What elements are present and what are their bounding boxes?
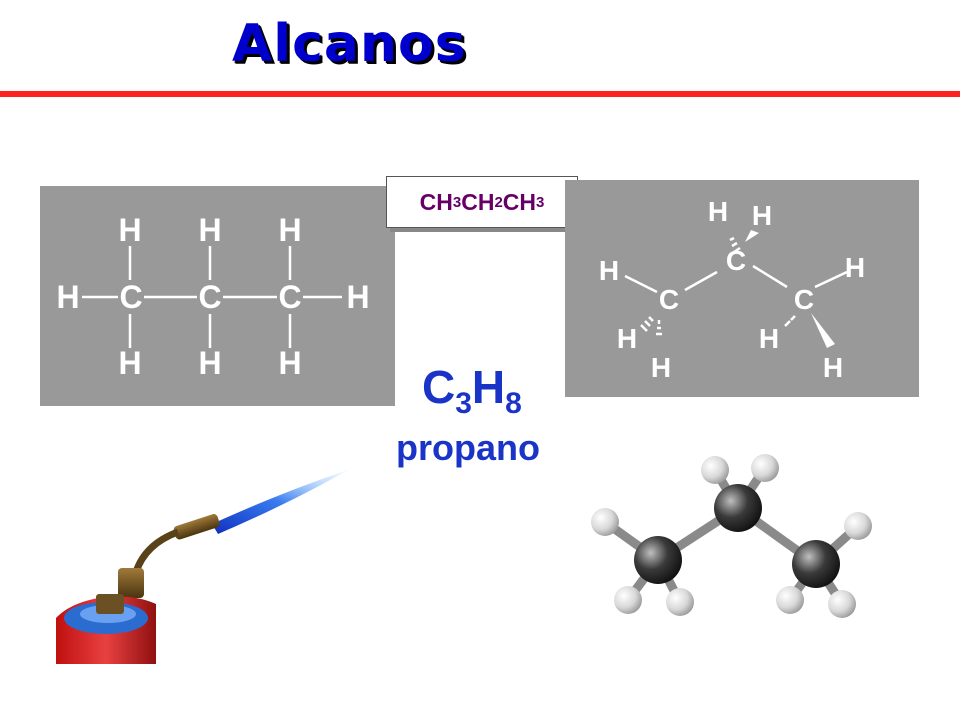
hydrogen-atom: H [759,323,779,354]
hydrogen-atom: H [823,352,843,383]
structural-formula-drawing: H H H H C C C H H H H [56,212,369,381]
hydrogen-atom: H [56,279,79,315]
slide-title: Alcanos [232,14,467,74]
carbon-atom: C [794,284,814,315]
hydrogen-atom: H [752,200,772,231]
hydrogen-balls [591,454,872,618]
carbon-atom: C [119,279,142,315]
condensed-subscript: 3 [536,193,545,211]
compound-name: propano [396,427,540,468]
hydrogen-atom: H [651,352,671,383]
carbon-balls [634,484,840,588]
hydrogen-atom: H [845,252,865,283]
structural-formula-panel: H H H H C C C H H H H [40,186,395,406]
hydrogen-atom: H [278,345,301,381]
carbon-symbol: C [422,361,456,413]
hydrogen-atom: H [278,212,301,248]
hydrogen-atom: H [708,196,728,227]
hydrogen-atom: H [198,212,221,248]
carbon-atom: C [726,245,746,276]
condensed-group: CH [502,188,537,215]
ball-and-stick-model-image [591,454,872,618]
stereo-formula-panel: H H C H H C C H H H H [565,180,919,397]
condensed-subscript: 3 [452,193,462,211]
hydrogen-atom: H [599,255,619,286]
condensed-group: CH [419,188,453,215]
title-underline [0,91,960,97]
hydrogen-symbol: H [471,361,506,413]
hydrogen-atom: H [118,212,141,248]
molecular-formula: C3H8 [422,360,522,421]
condensed-group: CH [461,188,495,215]
stereo-formula-drawing: H H C H H C C H H H H [599,196,865,383]
carbon-atom: C [278,279,301,315]
propane-torch-image [56,470,348,664]
hydrogen-atom: H [198,345,221,381]
hydrogen-atom: H [617,323,637,354]
carbon-count: 3 [455,387,472,420]
carbon-atom: C [659,284,679,315]
hydrogen-atom: H [118,345,141,381]
hydrogen-count: 8 [505,387,522,420]
carbon-atom: C [198,279,221,315]
condensed-subscript: 2 [494,193,503,211]
flame-icon [212,470,348,534]
hydrogen-atom: H [346,279,369,315]
